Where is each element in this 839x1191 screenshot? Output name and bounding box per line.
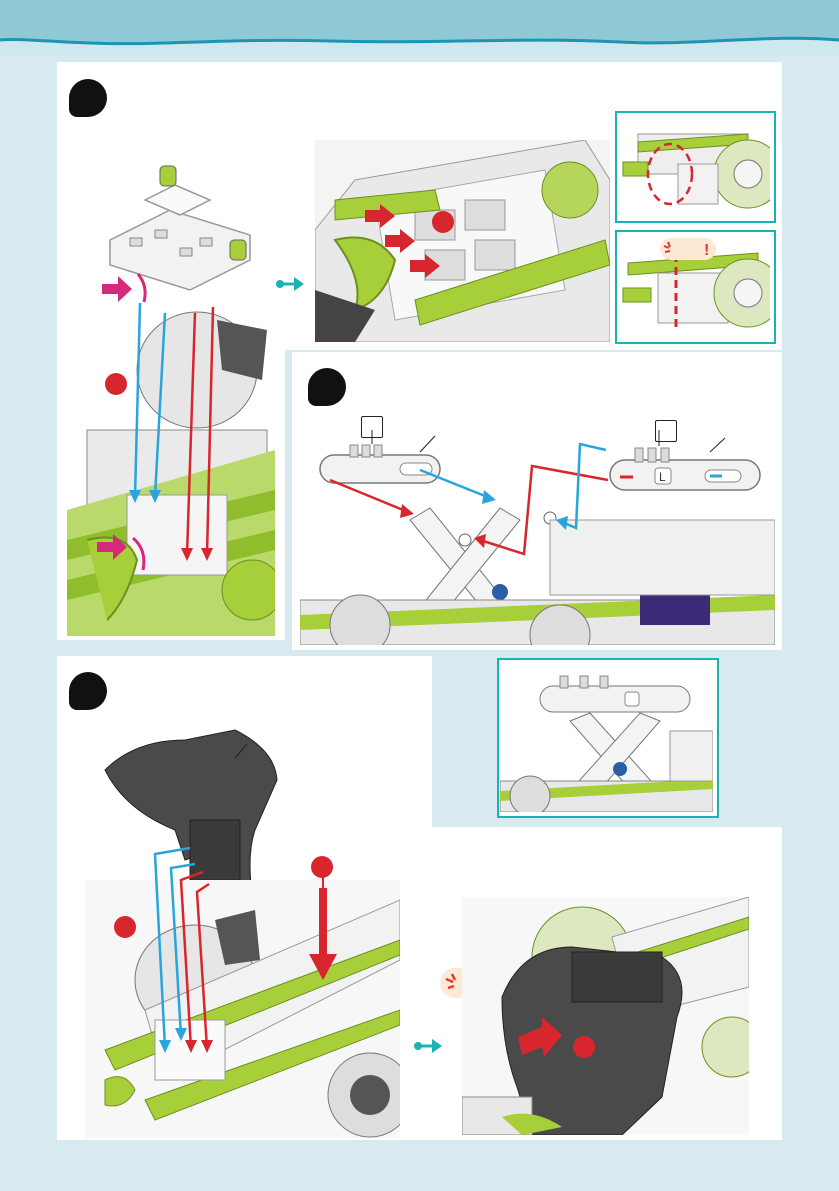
next-arrow-icon[interactable] bbox=[276, 274, 306, 294]
next-arrow-icon[interactable] bbox=[414, 1036, 444, 1056]
svg-text:!: ! bbox=[704, 242, 709, 259]
step-b-illustration: L bbox=[300, 430, 775, 645]
header-wave bbox=[0, 0, 839, 55]
step-a-badge bbox=[69, 79, 107, 117]
step-c-badge bbox=[69, 672, 107, 710]
red-dot-marker-icon bbox=[311, 856, 333, 878]
red-dot-marker-icon bbox=[105, 373, 127, 395]
warning-icon: ! bbox=[660, 238, 716, 260]
piece-letter-label: L bbox=[659, 470, 666, 484]
detail-step-b-illustration bbox=[500, 661, 713, 812]
push-arrow-icon bbox=[100, 270, 160, 310]
step-b-badge bbox=[308, 368, 346, 406]
step-a-result-illustration bbox=[315, 140, 610, 342]
red-dot-marker-icon bbox=[114, 916, 136, 938]
warning-badge: ! bbox=[660, 238, 716, 260]
push-arrow-icon bbox=[95, 530, 155, 575]
step-c-result-illustration bbox=[462, 897, 749, 1135]
detail-top-illustration bbox=[618, 114, 770, 217]
